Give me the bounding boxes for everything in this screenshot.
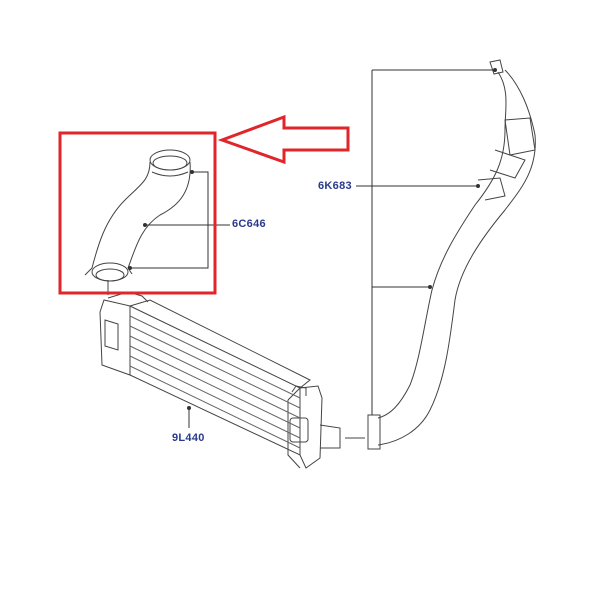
- part-label-6c646: 6C646: [232, 218, 266, 230]
- leader-6k683: [356, 68, 497, 415]
- arrow-icon: [217, 114, 350, 165]
- intercooler-9l440: [99, 291, 365, 469]
- hose-6c646: [84, 149, 191, 295]
- part-label-6k683: 6K683: [318, 180, 352, 192]
- highlight-box: [58, 131, 217, 295]
- hose-6k683: [367, 59, 536, 450]
- part-label-9l440: 9L440: [172, 432, 205, 444]
- leader-9l440: [187, 406, 191, 428]
